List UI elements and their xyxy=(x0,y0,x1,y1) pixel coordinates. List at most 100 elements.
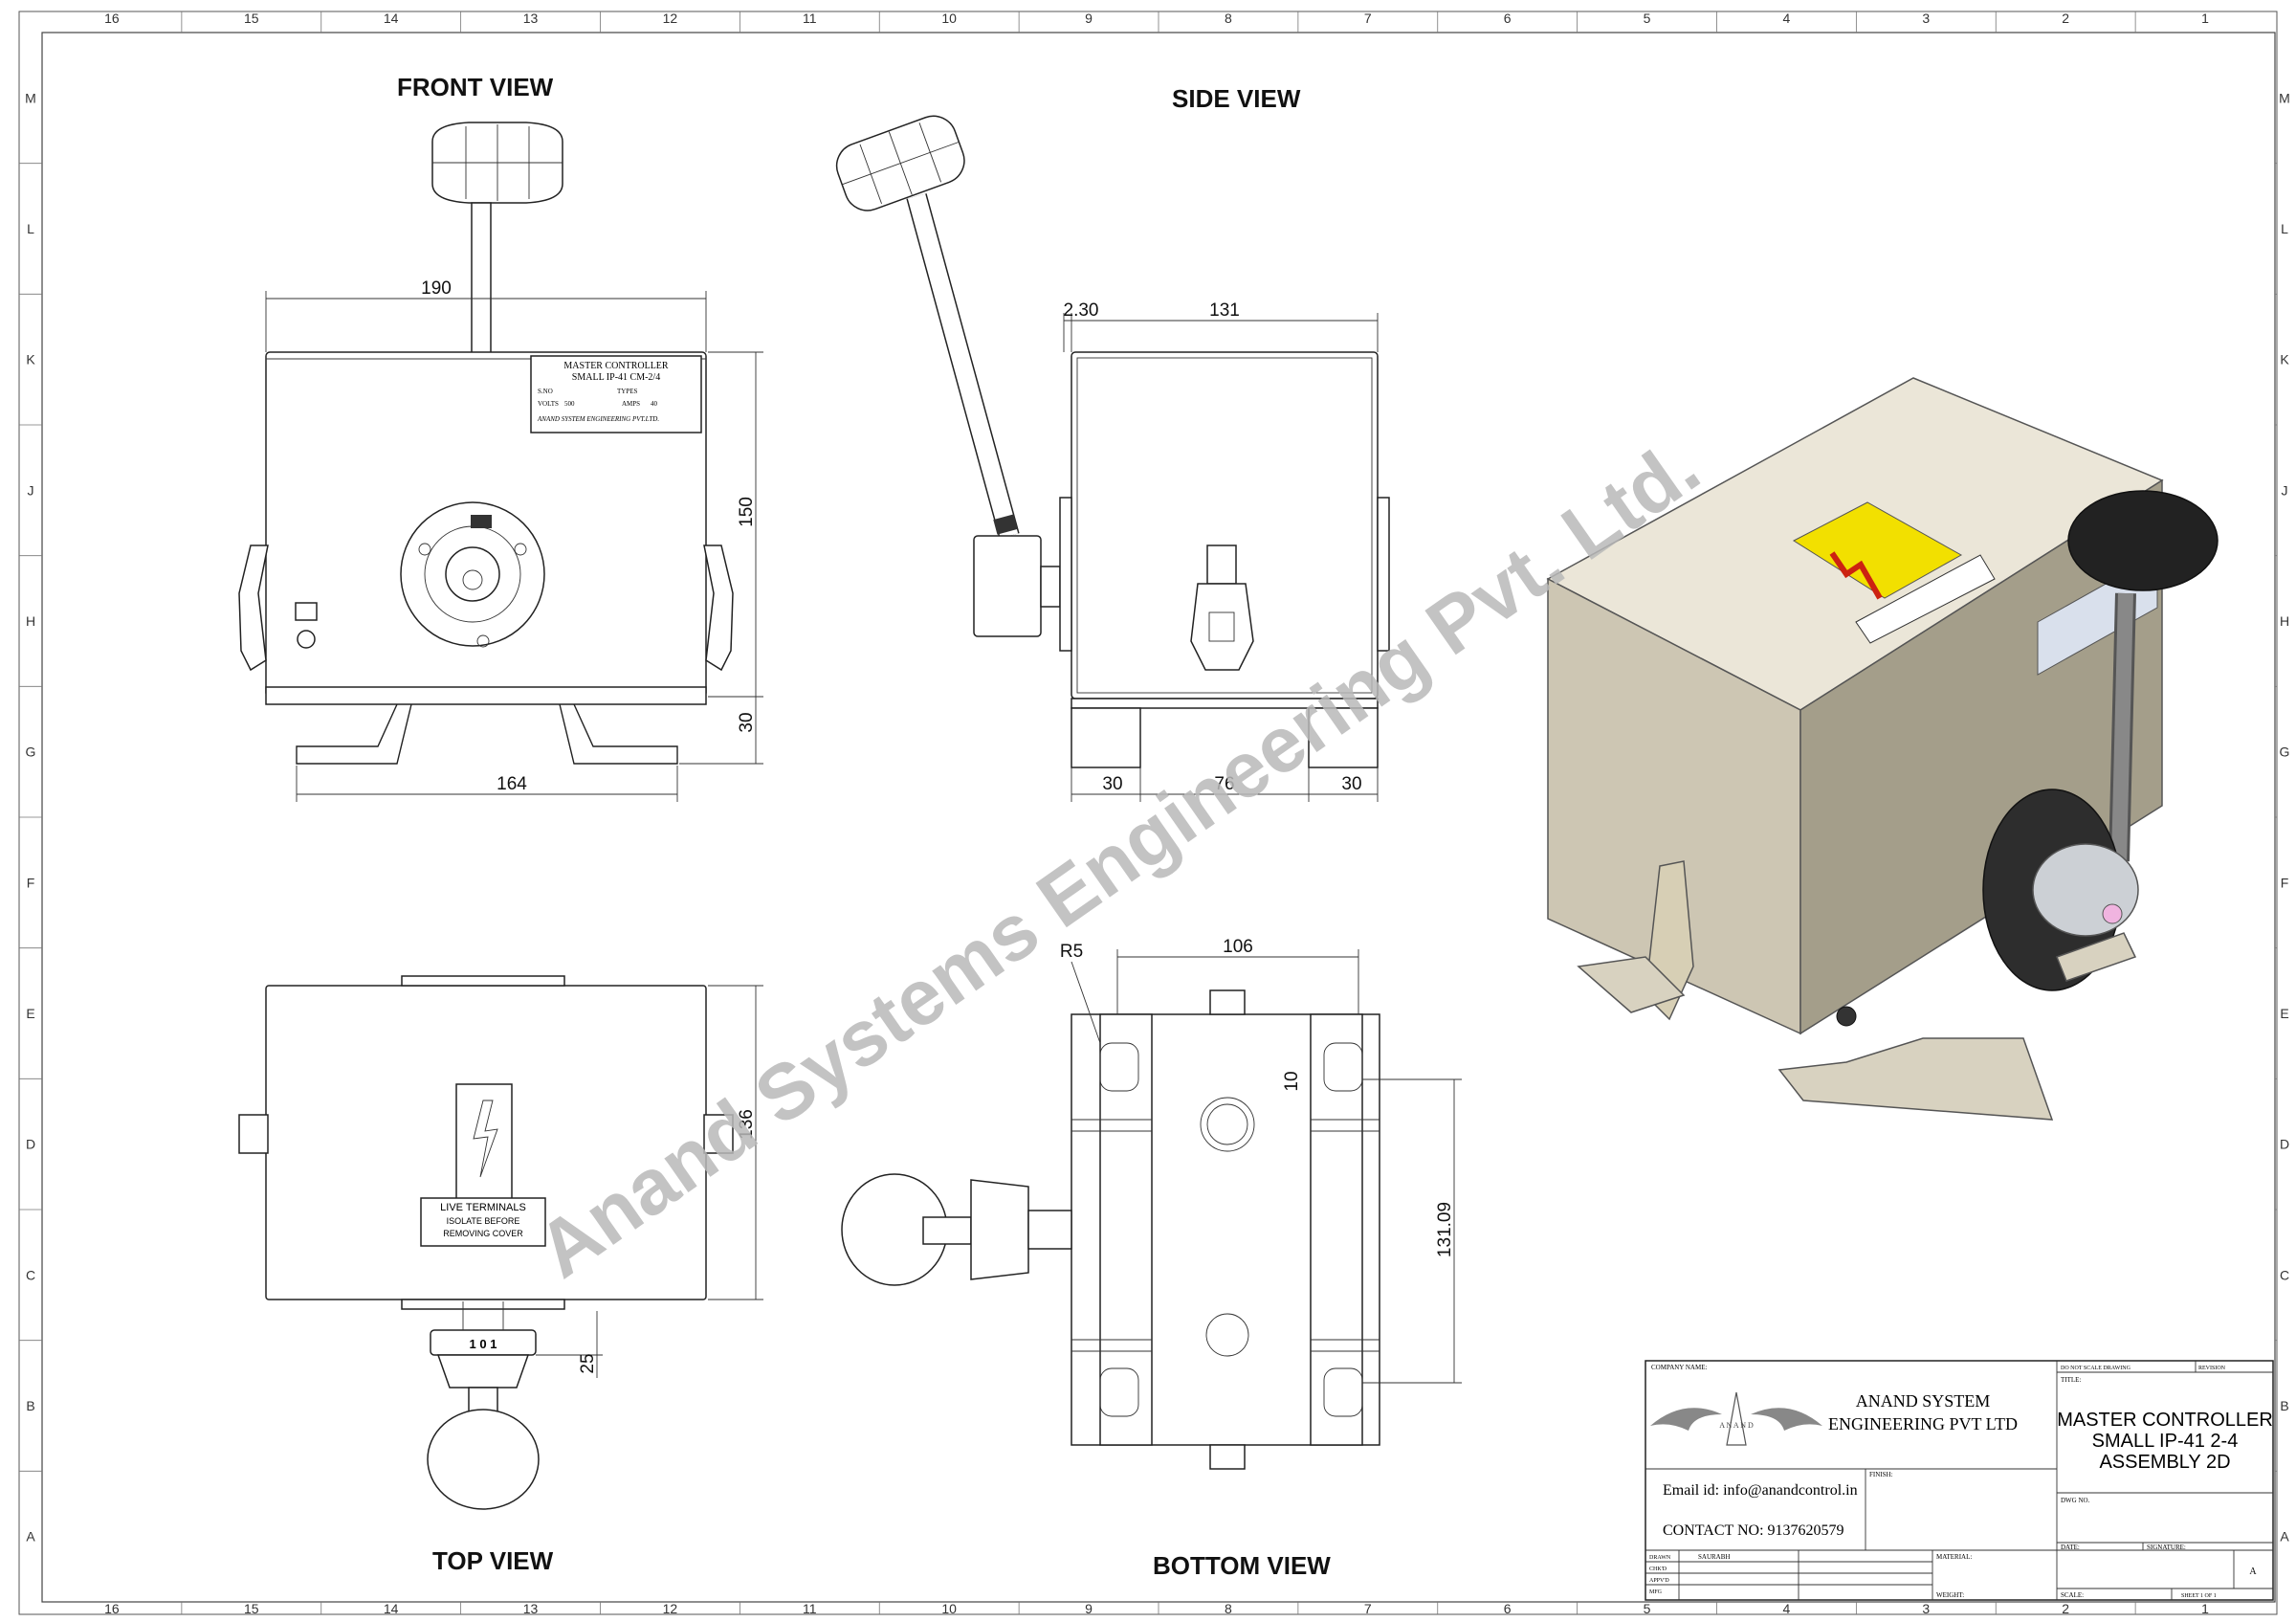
zone-row-label: C xyxy=(26,1267,35,1282)
nameplate-maker: ANAND SYSTEM ENGINEERING PVT.LTD. xyxy=(537,415,659,423)
zone-col-label: 4 xyxy=(1783,1601,1791,1616)
tb-finish: FINISH: xyxy=(1869,1471,1893,1478)
nameplate-amps: AMPS xyxy=(622,400,640,408)
outer-border xyxy=(18,11,2278,1615)
tb-scale: SCALE: xyxy=(2061,1591,2084,1599)
isometric-view xyxy=(1546,377,2219,1121)
zone-col-label: 10 xyxy=(941,11,957,26)
nameplate-amps-val: 40 xyxy=(651,400,658,408)
zone-col-label: 9 xyxy=(1085,1601,1093,1616)
tb-sheet: SHEET 1 OF 1 xyxy=(2181,1593,2217,1599)
tb-company-name-label: COMPANY NAME: xyxy=(1651,1364,1707,1371)
tb-appvd: APPV'D xyxy=(1649,1578,1669,1584)
top-warning-line1: LIVE TERMINALS xyxy=(440,1202,526,1213)
zone-row-label: F xyxy=(27,875,35,890)
tb-contact: CONTACT NO: 9137620579 xyxy=(1663,1522,1844,1539)
tb-revision: REVISION xyxy=(2198,1366,2226,1371)
top-knob xyxy=(427,1409,540,1510)
tb-do-not-scale: DO NOT SCALE DRAWING xyxy=(2061,1366,2131,1371)
side-lever-hub xyxy=(973,535,1042,637)
zone-col-label: 15 xyxy=(244,1601,259,1616)
zone-col-label: 7 xyxy=(1364,11,1372,26)
zone-row-label: J xyxy=(28,482,34,498)
zone-col-label: 1 xyxy=(2201,1601,2209,1616)
zone-col-label: 16 xyxy=(104,11,120,26)
zone-col-label: 13 xyxy=(523,1601,539,1616)
zone-col-label: 6 xyxy=(1504,11,1512,26)
tb-company-line2: ENGINEERING PVT LTD xyxy=(1828,1414,2018,1433)
zone-col-label: 16 xyxy=(104,1601,120,1616)
tb-title-line3: ASSEMBLY 2D xyxy=(2099,1452,2230,1473)
zone-col-label: 11 xyxy=(803,1601,817,1616)
bottom-gland-1 xyxy=(1200,1097,1255,1152)
top-latch-left xyxy=(238,1114,269,1154)
bottom-view: 106 R5 10 131.09 xyxy=(841,937,1462,1470)
zone-row-label: E xyxy=(26,1006,34,1021)
zone-col-label: 8 xyxy=(1225,1601,1232,1616)
front-view-title: FRONT VIEW xyxy=(397,73,554,101)
zone-row-label: M xyxy=(25,90,36,105)
earth-terminal xyxy=(295,602,318,621)
dim-side-width: 131 xyxy=(1209,300,1240,321)
bottom-gland-2 xyxy=(1205,1313,1249,1357)
front-latch-left xyxy=(238,544,269,672)
zone-row-label: H xyxy=(26,613,35,629)
iso-knob xyxy=(2067,490,2219,591)
zone-col-label: 10 xyxy=(941,1601,957,1616)
side-knob xyxy=(835,115,965,211)
zone-row-label: J xyxy=(2282,482,2288,498)
front-view: MASTER CONTROLLER SMALL IP-41 CM-2/4 S.N… xyxy=(238,122,763,802)
dim-front-base-height: 30 xyxy=(737,712,757,732)
dim-front-height: 150 xyxy=(737,497,757,527)
tb-title-line1: MASTER CONTROLLER xyxy=(2057,1410,2273,1431)
side-latch xyxy=(1206,544,1237,585)
zone-col-label: 8 xyxy=(1225,11,1232,26)
nameplate-line2: SMALL IP-41 CM-2/4 xyxy=(572,372,660,383)
zone-row-label: L xyxy=(27,221,34,236)
tb-dwg-no: DWG NO. xyxy=(2061,1497,2090,1504)
tb-signature: SIGNATURE: xyxy=(2147,1544,2186,1551)
nameplate-sno: S.NO xyxy=(538,388,553,395)
zone-col-label: 2 xyxy=(2062,1601,2069,1616)
top-view: LIVE TERMINALS ISOLATE BEFORE REMOVING C… xyxy=(238,975,763,1510)
tb-drawn: DRAWN xyxy=(1649,1555,1671,1561)
zone-row-label: M xyxy=(2279,90,2290,105)
zone-marks: 1616151514141313121211111010998877665544… xyxy=(19,11,2290,1616)
dim-side-base-mid: 76 xyxy=(1214,774,1234,794)
top-warning-line3: REMOVING COVER xyxy=(443,1229,523,1238)
bottom-view-title: BOTTOM VIEW xyxy=(1153,1551,1331,1580)
zone-row-label: B xyxy=(2280,1398,2288,1413)
top-warning-line2: ISOLATE BEFORE xyxy=(447,1216,520,1226)
zone-col-label: 14 xyxy=(384,1601,399,1616)
tb-size: A xyxy=(2249,1566,2257,1577)
side-view-title: SIDE VIEW xyxy=(1172,84,1301,113)
side-view: 2.30 131 30 76 30 xyxy=(835,115,1390,802)
zone-col-label: 5 xyxy=(1644,1601,1651,1616)
tb-company-line1: ANAND SYSTEM xyxy=(1856,1391,1991,1411)
dim-top-depth: 136 xyxy=(737,1109,757,1140)
tb-chkd: CHK'D xyxy=(1649,1566,1667,1572)
top-view-title: TOP VIEW xyxy=(432,1546,554,1575)
zone-col-label: 1 xyxy=(2201,11,2209,26)
title-block: COMPANY NAME: A N A N D ANAND SYSTEM ENG… xyxy=(1645,1360,2274,1601)
nameplate-volts: VOLTS xyxy=(538,400,559,408)
zone-row-label: K xyxy=(26,352,35,367)
svg-text:A N A N D: A N A N D xyxy=(1719,1421,1754,1430)
zone-col-label: 5 xyxy=(1644,11,1651,26)
front-shaft-collar xyxy=(471,515,492,528)
dim-side-base-left: 30 xyxy=(1102,774,1122,794)
zone-col-label: 9 xyxy=(1085,11,1093,26)
zone-col-label: 3 xyxy=(1922,11,1930,26)
top-warning-sign xyxy=(455,1083,513,1200)
zone-col-label: 11 xyxy=(803,11,817,26)
zone-row-label: L xyxy=(2281,221,2288,236)
tb-email: Email id: info@anandcontrol.in xyxy=(1663,1482,1858,1499)
dim-side-base-right: 30 xyxy=(1341,774,1361,794)
dim-bottom-width: 106 xyxy=(1223,937,1253,957)
dim-top-knob: 25 xyxy=(578,1353,598,1373)
zone-col-label: 3 xyxy=(1922,1601,1930,1616)
zone-col-label: 2 xyxy=(2062,11,2069,26)
tb-material: MATERIAL: xyxy=(1936,1553,1972,1561)
dim-bottom-span: 131.09 xyxy=(1435,1202,1455,1257)
